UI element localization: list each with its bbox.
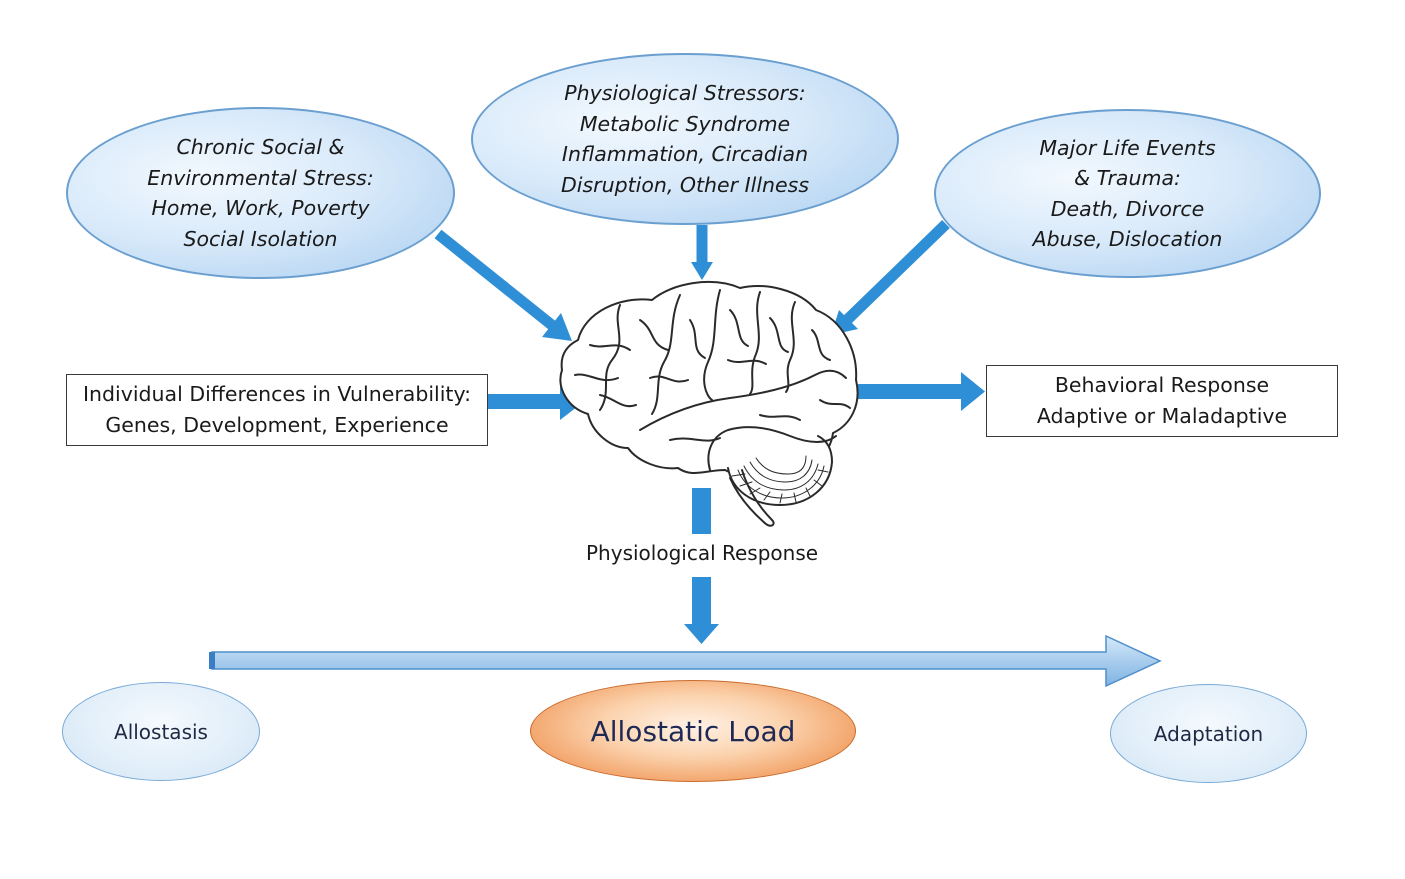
allostatic-load-label: Allostatic Load (590, 714, 796, 748)
allostatic-load-ellipse: Allostatic Load (530, 680, 856, 782)
arrow-physiological-to-brain (691, 225, 713, 280)
behavioral-response-box: Behavioral Response Adaptive or Maladapt… (986, 365, 1338, 437)
life-events-text: Major Life Events & Trauma: Death, Divor… (1032, 135, 1223, 252)
life-events-ellipse: Major Life Events & Trauma: Death, Divor… (934, 109, 1321, 278)
individual-differences-box: Individual Differences in Vulnerability:… (66, 374, 488, 446)
adaptation-ellipse: Adaptation (1110, 684, 1307, 783)
physiological-response-label: Physiological Response (586, 541, 819, 565)
arrow-life-events-to-brain (831, 220, 950, 335)
physiological-stressors-text: Physiological Stressors: Metabolic Syndr… (560, 81, 810, 197)
adaptation-label: Adaptation (1153, 721, 1264, 746)
chronic-stress-text: Chronic Social & Environmental Stress: H… (147, 135, 374, 251)
allostasis-label: Allostasis (114, 719, 208, 744)
arrow-brain-to-behavior (858, 372, 985, 411)
allostasis-ellipse: Allostasis (62, 682, 260, 781)
allostasis-progression-arrow (209, 634, 1162, 688)
brain-icon (559, 281, 859, 527)
arrow-chronic-to-brain (434, 229, 572, 341)
physiological-stressors-ellipse: Physiological Stressors: Metabolic Syndr… (471, 53, 899, 225)
arrow-brain-to-physiological-response (692, 488, 711, 534)
chronic-stress-ellipse: Chronic Social & Environmental Stress: H… (66, 107, 455, 279)
arrow-physiological-response-to-bar (684, 577, 719, 644)
